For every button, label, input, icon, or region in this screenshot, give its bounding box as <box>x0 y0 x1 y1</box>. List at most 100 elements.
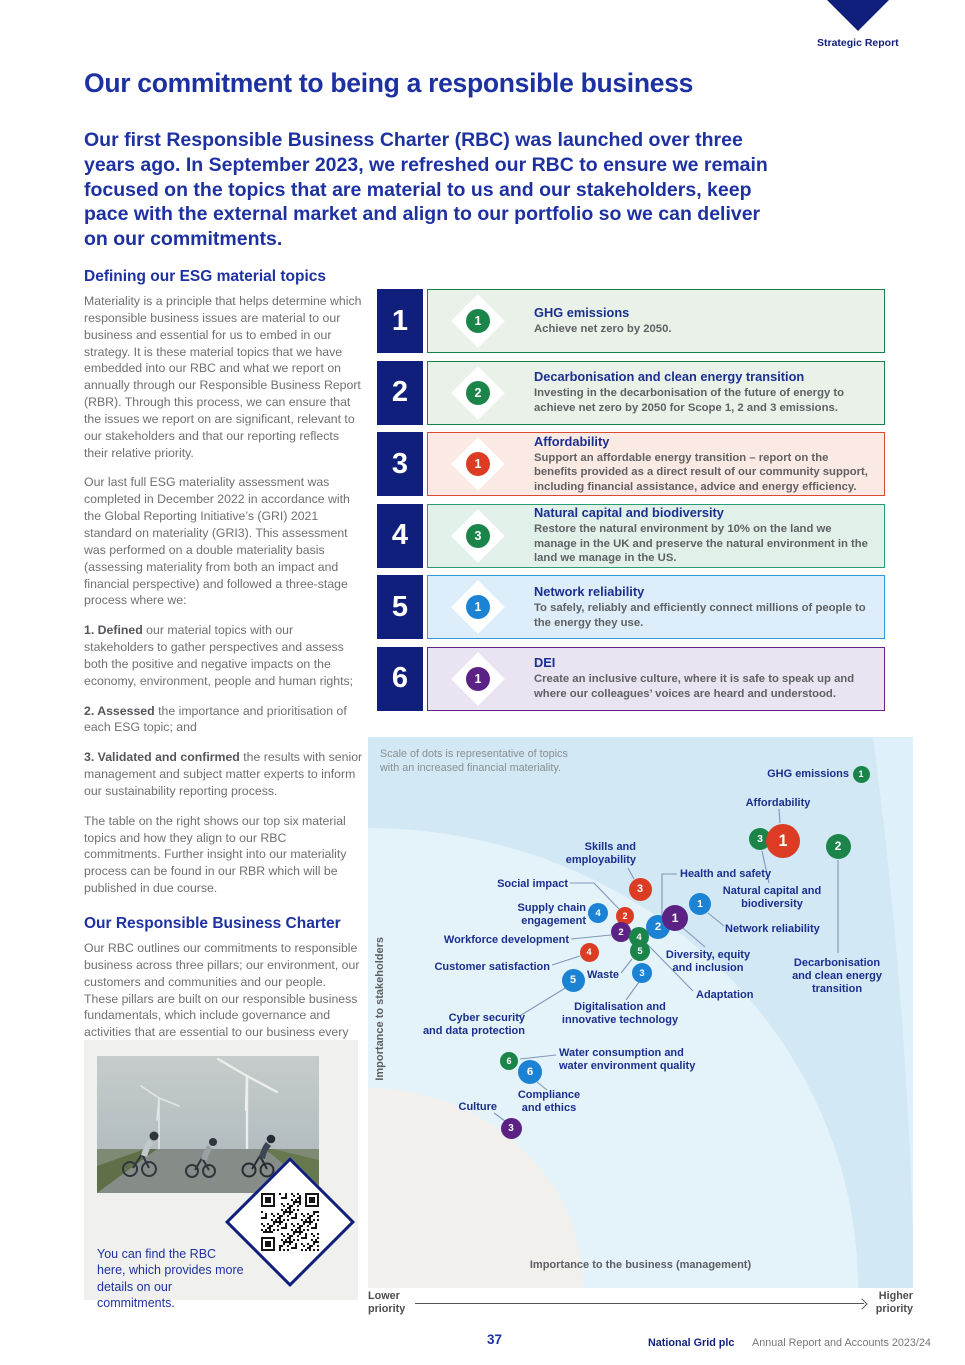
chart-dot-workforce-development: 2 <box>611 922 631 942</box>
chart-dot-cyber-security-and-data-protection: 5 <box>561 968 585 992</box>
chart-label-affordability: Affordability <box>745 797 811 809</box>
rank-number: 5 <box>377 575 423 639</box>
chart-label-network-reliability: Network reliability <box>725 923 820 935</box>
connector-culture <box>493 1112 506 1122</box>
step-text: the results with senior management and s… <box>84 750 363 798</box>
step-lead: 3. Validated and confirmed <box>84 750 240 765</box>
rank-number: 4 <box>377 503 423 568</box>
footer-report-title: Annual Report and Accounts 2023/24 <box>752 1337 931 1349</box>
section-diamond-icon <box>827 0 889 31</box>
connector-health-and-safety <box>661 873 677 917</box>
step-text: our material topics with our stakeholder… <box>84 623 354 688</box>
chart-dot-natural-capital-and-biodiversity: 3 <box>749 828 771 850</box>
callout-text: You can find the RBC here, which provide… <box>97 1247 244 1310</box>
chart-note: Scale of dots is representative of topic… <box>380 748 568 775</box>
y-axis-label: Importance to stakeholders <box>374 937 386 1081</box>
heading-esg-material-topics: Defining our ESG material topics <box>84 268 327 285</box>
chart-label-culture: Culture <box>458 1101 498 1113</box>
chart-label-adaptation: Adaptation <box>696 989 754 1001</box>
table-row-ghg-emissions: 1 1 GHG emissions Achieve net zero by 20… <box>377 289 885 353</box>
paragraph: The table on the right shows our top six… <box>84 813 347 896</box>
topic-badge: 1 <box>466 452 490 476</box>
step-text: the importance and prioritisation of eac… <box>84 703 347 735</box>
footer-company: National Grid plc <box>648 1337 735 1349</box>
chart-label-social-impact: Social impact <box>497 878 568 890</box>
paragraph: Our RBC outlines our commitments to resp… <box>84 941 360 1056</box>
row-body: Achieve net zero by 2050. <box>534 323 672 336</box>
connector-cyber-security-and-data-protection <box>517 986 568 1018</box>
chart-dot-diversity-equity-and-inclusion: 1 <box>662 905 688 931</box>
chart-label-customer-satisfaction: Customer satisfaction <box>434 961 550 973</box>
materiality-scatter-chart: Scale of dots is representative of topic… <box>368 737 913 1288</box>
chart-background <box>368 737 913 1288</box>
section-label: Strategic Report <box>817 37 899 49</box>
intro-paragraph: Our first Responsible Business Charter (… <box>84 129 768 250</box>
chart-dot-decarbonisation-and-clean-energy-transition: 2 <box>825 833 851 859</box>
page-title: Our commitment to being a responsible bu… <box>84 67 694 98</box>
connector-customer-satisfaction <box>551 955 581 966</box>
chart-dot-skills-and-employability: 3 <box>628 877 652 901</box>
step-assessed: 2. Assessed the importance and prioritis… <box>84 703 363 737</box>
rank-number: 3 <box>377 432 423 496</box>
connector-adaptation <box>646 943 694 992</box>
connector-waste <box>620 958 633 974</box>
row-body: Create an inclusive culture, where it is… <box>534 673 855 700</box>
chart-label-health-and-safety: Health and safety <box>680 868 772 880</box>
step-lead: 2. Assessed <box>84 703 155 718</box>
chart-dot-waste: 5 <box>630 941 650 961</box>
left-column: Defining our ESG material topics Materia… <box>84 268 363 1071</box>
rbc-callout-card: You can find the RBC here, which provide… <box>84 1040 358 1310</box>
connector-affordability <box>778 808 781 824</box>
topic-badge: 1 <box>466 595 490 619</box>
qr-code[interactable] <box>261 1193 319 1251</box>
chart-dot-supply-chain-engagement: 4 <box>588 903 608 923</box>
connector-compliance-and-ethics <box>536 1081 548 1091</box>
table-row-affordability: 3 1 Affordability Support an affordable … <box>377 432 885 496</box>
table-row-natural-capital: 4 3 Natural capital and biodiversity Res… <box>377 503 885 568</box>
cyclist-silhouettes <box>122 1131 276 1178</box>
paragraph: Materiality is a principle that helps de… <box>84 294 362 460</box>
chart-dot-water-consumption-and-water-environment-quality: 6 <box>500 1052 518 1070</box>
chart-dot-affordability: 1 <box>766 824 800 858</box>
row-title: Affordability <box>534 433 610 449</box>
x-axis-label: Importance to the business (management) <box>529 1259 752 1271</box>
connector-workforce-development <box>570 934 612 940</box>
chart-dot-ghg-emissions: 1 <box>852 765 870 783</box>
arrowhead-icon <box>856 1298 868 1310</box>
row-title: Natural capital and biodiversity <box>534 505 724 521</box>
chart-label-workforce-development: Workforce development <box>443 934 569 946</box>
heading-responsible-business-charter: Our Responsible Business Charter <box>84 915 341 932</box>
row-body: Support an affordable energy transition … <box>534 451 868 493</box>
chart-dot-network-reliability: 1 <box>689 893 711 915</box>
connector-social-impact <box>570 882 620 910</box>
step-defined: 1. Defined our material topics with our … <box>84 622 363 689</box>
row-body: To safely, reliably and efficiently conn… <box>534 601 866 629</box>
page-number: 37 <box>487 1332 503 1347</box>
step-lead: 1. Defined <box>84 623 143 638</box>
chart-dot-digitalisation-and-innovative-technology: 3 <box>632 963 652 983</box>
table-row-decarbonisation: 2 2 Decarbonisation and clean energy tra… <box>377 360 885 425</box>
connector-network-reliability <box>707 912 725 927</box>
row-title: Decarbonisation and clean energy transit… <box>534 369 805 385</box>
chart-dot-customer-satisfaction: 4 <box>579 942 599 962</box>
chart-label-waste: Waste <box>587 969 619 981</box>
table-row-dei: 6 1 DEI Create an inclusive culture, whe… <box>377 646 885 711</box>
rank-number: 2 <box>377 360 423 425</box>
paragraph: Our last full ESG materiality assessment… <box>84 475 350 608</box>
topic-badge: 3 <box>466 523 490 548</box>
chart-connector-lines <box>493 808 839 1122</box>
material-topics-table: 1 1 GHG emissions Achieve net zero by 20… <box>377 289 885 718</box>
chart-label-ghg-emissions: GHG emissions <box>767 768 849 780</box>
rank-number: 1 <box>377 289 423 353</box>
